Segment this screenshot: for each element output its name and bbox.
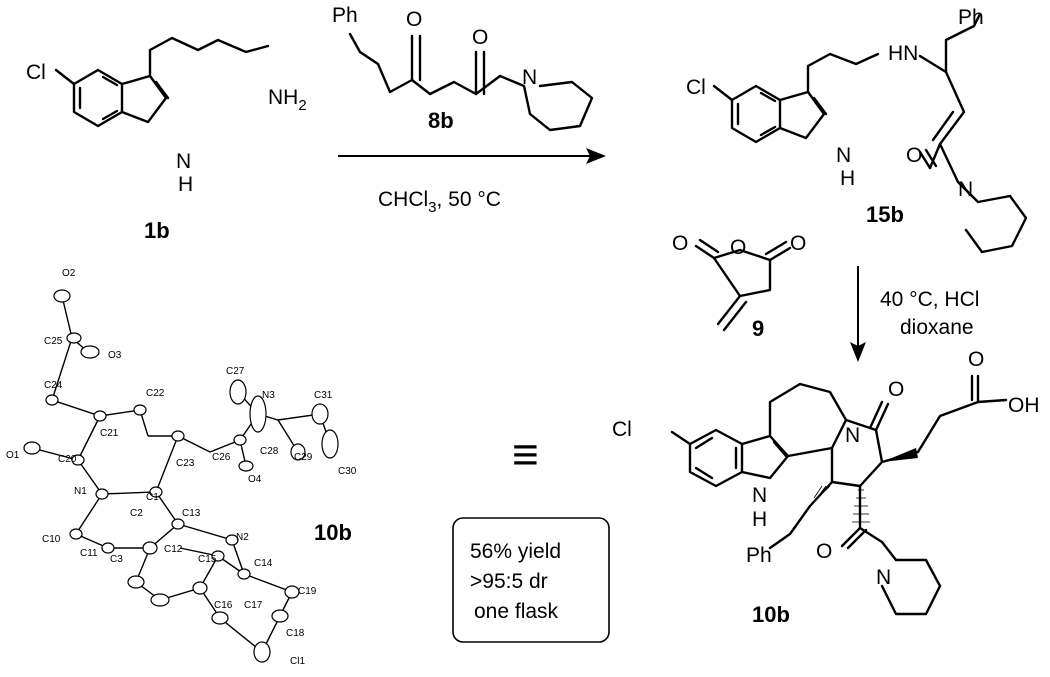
- label-n-amide-10b: N: [876, 566, 891, 589]
- atom-label: C20: [58, 454, 77, 465]
- label-o-acid-10b: O: [968, 348, 984, 371]
- atom-label: C11: [80, 548, 98, 559]
- label-oh-10b: OH: [1008, 394, 1040, 417]
- atom-label: C13: [182, 508, 201, 519]
- atom-label: C31: [314, 390, 333, 401]
- equivalence-symbol: ≡: [512, 428, 539, 480]
- atom-label: C10: [42, 534, 61, 545]
- atom-label: C25: [44, 336, 63, 347]
- compound-10b-structure: Cl N O O OH N H Ph O N 10b: [612, 348, 1040, 627]
- result-dr: >95:5 dr: [470, 570, 548, 593]
- compound-8b-structure: Ph O O N 8b: [332, 4, 594, 133]
- label-n-1b: N: [176, 150, 191, 173]
- result-box: 56% yield >95:5 dr one flask: [452, 517, 610, 643]
- label-h-15b: H: [840, 167, 855, 190]
- result-one-flask: one flask: [474, 600, 559, 623]
- atom-label: N1: [74, 486, 87, 497]
- result-yield: 56% yield: [470, 540, 561, 563]
- crystal-structure-10b: O2 C25 O3 C24 C27 N3 C31 C22 C21 O1 C20 …: [6, 268, 357, 667]
- label-n-amide-15b: N: [958, 178, 973, 201]
- atom-label: C1: [146, 492, 159, 503]
- crystal-atom-labels: O2 C25 O3 C24 C27 N3 C31 C22 C21 O1 C20 …: [6, 268, 357, 667]
- atom-label: O3: [108, 350, 122, 361]
- label-o-ring-9: O: [730, 236, 746, 259]
- atom-label: C21: [100, 428, 119, 439]
- label-h-indole-10b: H: [752, 508, 767, 531]
- compound-label-1b: 1b: [144, 218, 170, 243]
- atom-label: C23: [176, 458, 195, 469]
- label-n-15b: N: [836, 144, 851, 167]
- atom-label: C19: [298, 586, 317, 597]
- label-o-ketone-8b: O: [406, 8, 422, 31]
- label-cl-1b: Cl: [26, 61, 46, 84]
- atom-label: Cl1: [290, 656, 305, 667]
- label-cl-15b: Cl: [686, 76, 706, 99]
- conditions-step-2-line-1: 40 °C, HCl: [880, 288, 979, 311]
- atom-label: C16: [214, 600, 233, 611]
- compound-label-15b: 15b: [866, 202, 904, 227]
- atom-label: C14: [254, 558, 273, 569]
- atom-label: C2: [130, 508, 143, 519]
- atom-label: C27: [226, 366, 245, 377]
- compound-label-10b-crystal: 10b: [314, 520, 352, 545]
- atom-label: N3: [262, 390, 275, 401]
- reaction-arrow-2: [850, 266, 866, 362]
- atom-label: C28: [260, 446, 279, 457]
- label-ph-10b: Ph: [746, 544, 772, 567]
- label-o-amide-8b: O: [472, 26, 488, 49]
- atom-label: N2: [236, 532, 249, 543]
- label-o-right-9: O: [790, 232, 806, 255]
- conditions-step-1: CHCl3, 50 °C: [378, 188, 501, 216]
- label-o-left-9: O: [672, 232, 688, 255]
- atom-label: C22: [146, 388, 165, 399]
- label-ph-8b: Ph: [332, 4, 358, 27]
- label-n-indole-10b: N: [752, 484, 767, 507]
- compound-15b-structure: Ph HN Cl N H O N 15b: [686, 6, 1028, 254]
- label-hn-15b: HN: [888, 42, 918, 65]
- atom-label: O2: [62, 268, 76, 279]
- atom-label: O1: [6, 450, 20, 461]
- atom-label: O4: [248, 474, 262, 485]
- hatched-bond: [813, 485, 870, 523]
- atom-label: C24: [44, 380, 63, 391]
- label-ph-15b: Ph: [958, 6, 984, 29]
- label-cl-10b: Cl: [612, 418, 632, 441]
- atom-label: C29: [294, 452, 313, 463]
- label-nh2-1b: NH2: [268, 86, 307, 114]
- compound-label-10b: 10b: [752, 602, 790, 627]
- label-h-1b: H: [178, 173, 193, 196]
- compound-9-structure: O O O 9: [672, 232, 806, 341]
- label-n-ring-10b: N: [845, 424, 860, 447]
- atom-label: C3: [110, 554, 123, 565]
- compound-1b-structure: Cl NH2 N H 1b: [26, 36, 307, 243]
- atom-label: C26: [212, 452, 231, 463]
- label-n-8b: N: [522, 66, 537, 89]
- reaction-arrow-1: [338, 148, 606, 164]
- atom-label: C18: [286, 628, 305, 639]
- compound-label-8b: 8b: [428, 108, 454, 133]
- atom-label: C30: [338, 466, 357, 477]
- atom-label: C15: [198, 554, 217, 565]
- atom-label: C17: [244, 600, 263, 611]
- atom-label: C12: [164, 544, 183, 555]
- label-o-lactam-10b: O: [888, 378, 904, 401]
- ortep-ellipsoids: [23, 289, 339, 663]
- label-o-amide-10b: O: [816, 540, 832, 563]
- label-o-15b: O: [906, 144, 922, 167]
- conditions-step-2-line-2: dioxane: [900, 316, 974, 339]
- compound-label-9: 9: [752, 316, 764, 341]
